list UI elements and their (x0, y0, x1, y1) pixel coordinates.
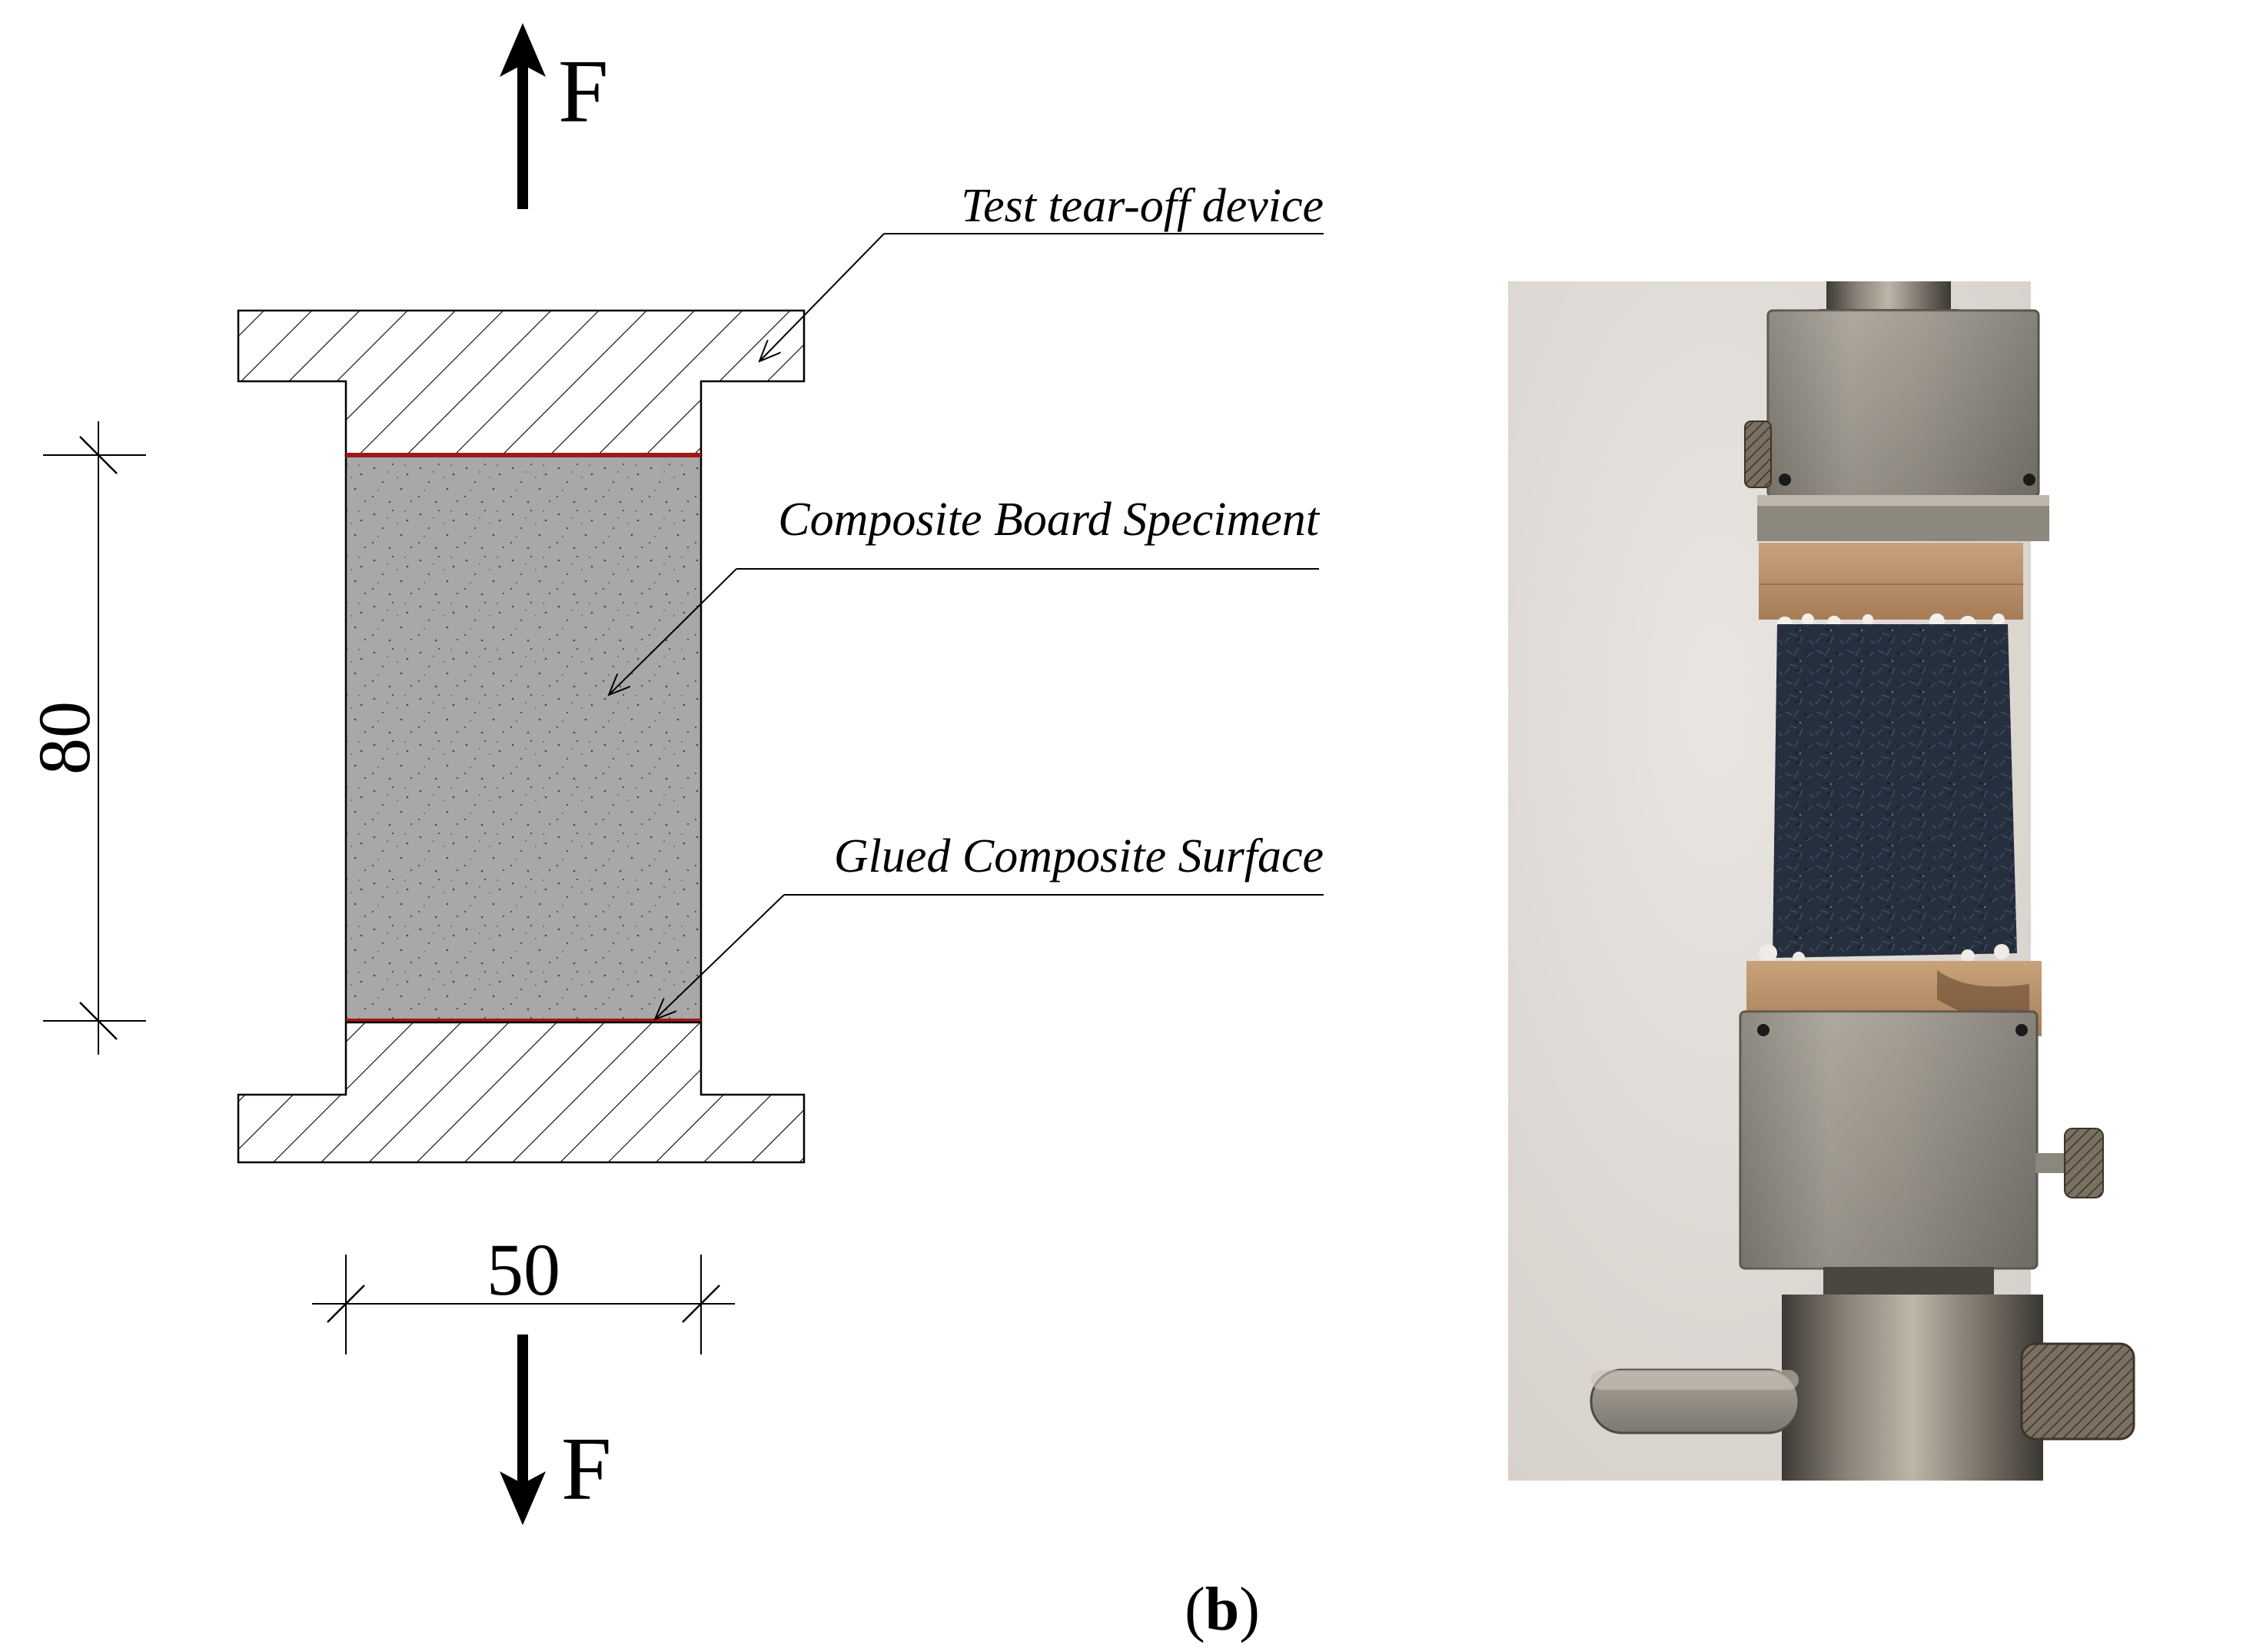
caption-close: ) (1239, 1576, 1260, 1644)
force-arrow-down-icon (500, 1335, 546, 1525)
width-dimension (312, 1255, 735, 1355)
composite-specimen (344, 454, 703, 1022)
upper-clamp (237, 309, 806, 457)
height-dimension (43, 421, 146, 1055)
force-label-bottom: F (561, 1418, 612, 1519)
caption-open: ( (1185, 1576, 1205, 1644)
callout-label-glued: Glued Composite Surface (834, 830, 1324, 883)
force-arrow-up-icon (500, 23, 546, 209)
width-dimension-label: 50 (487, 1228, 560, 1311)
callout-specimen (609, 568, 1319, 695)
schematic: F 80 50 (23, 23, 1324, 1525)
force-label-top: F (558, 41, 609, 141)
callout-glued (655, 894, 1324, 1019)
callout-device (759, 233, 1324, 361)
callout-label-device: Test tear-off device (961, 180, 1324, 232)
lower-clamp (237, 1021, 806, 1164)
specimen-photo (1508, 281, 2135, 1481)
caption-letter: b (1205, 1576, 1240, 1644)
figure-caption: (b) (1185, 1576, 1260, 1644)
height-dimension-label: 80 (23, 701, 105, 775)
callout-label-specimen: Composite Board Speciment (778, 494, 1320, 546)
